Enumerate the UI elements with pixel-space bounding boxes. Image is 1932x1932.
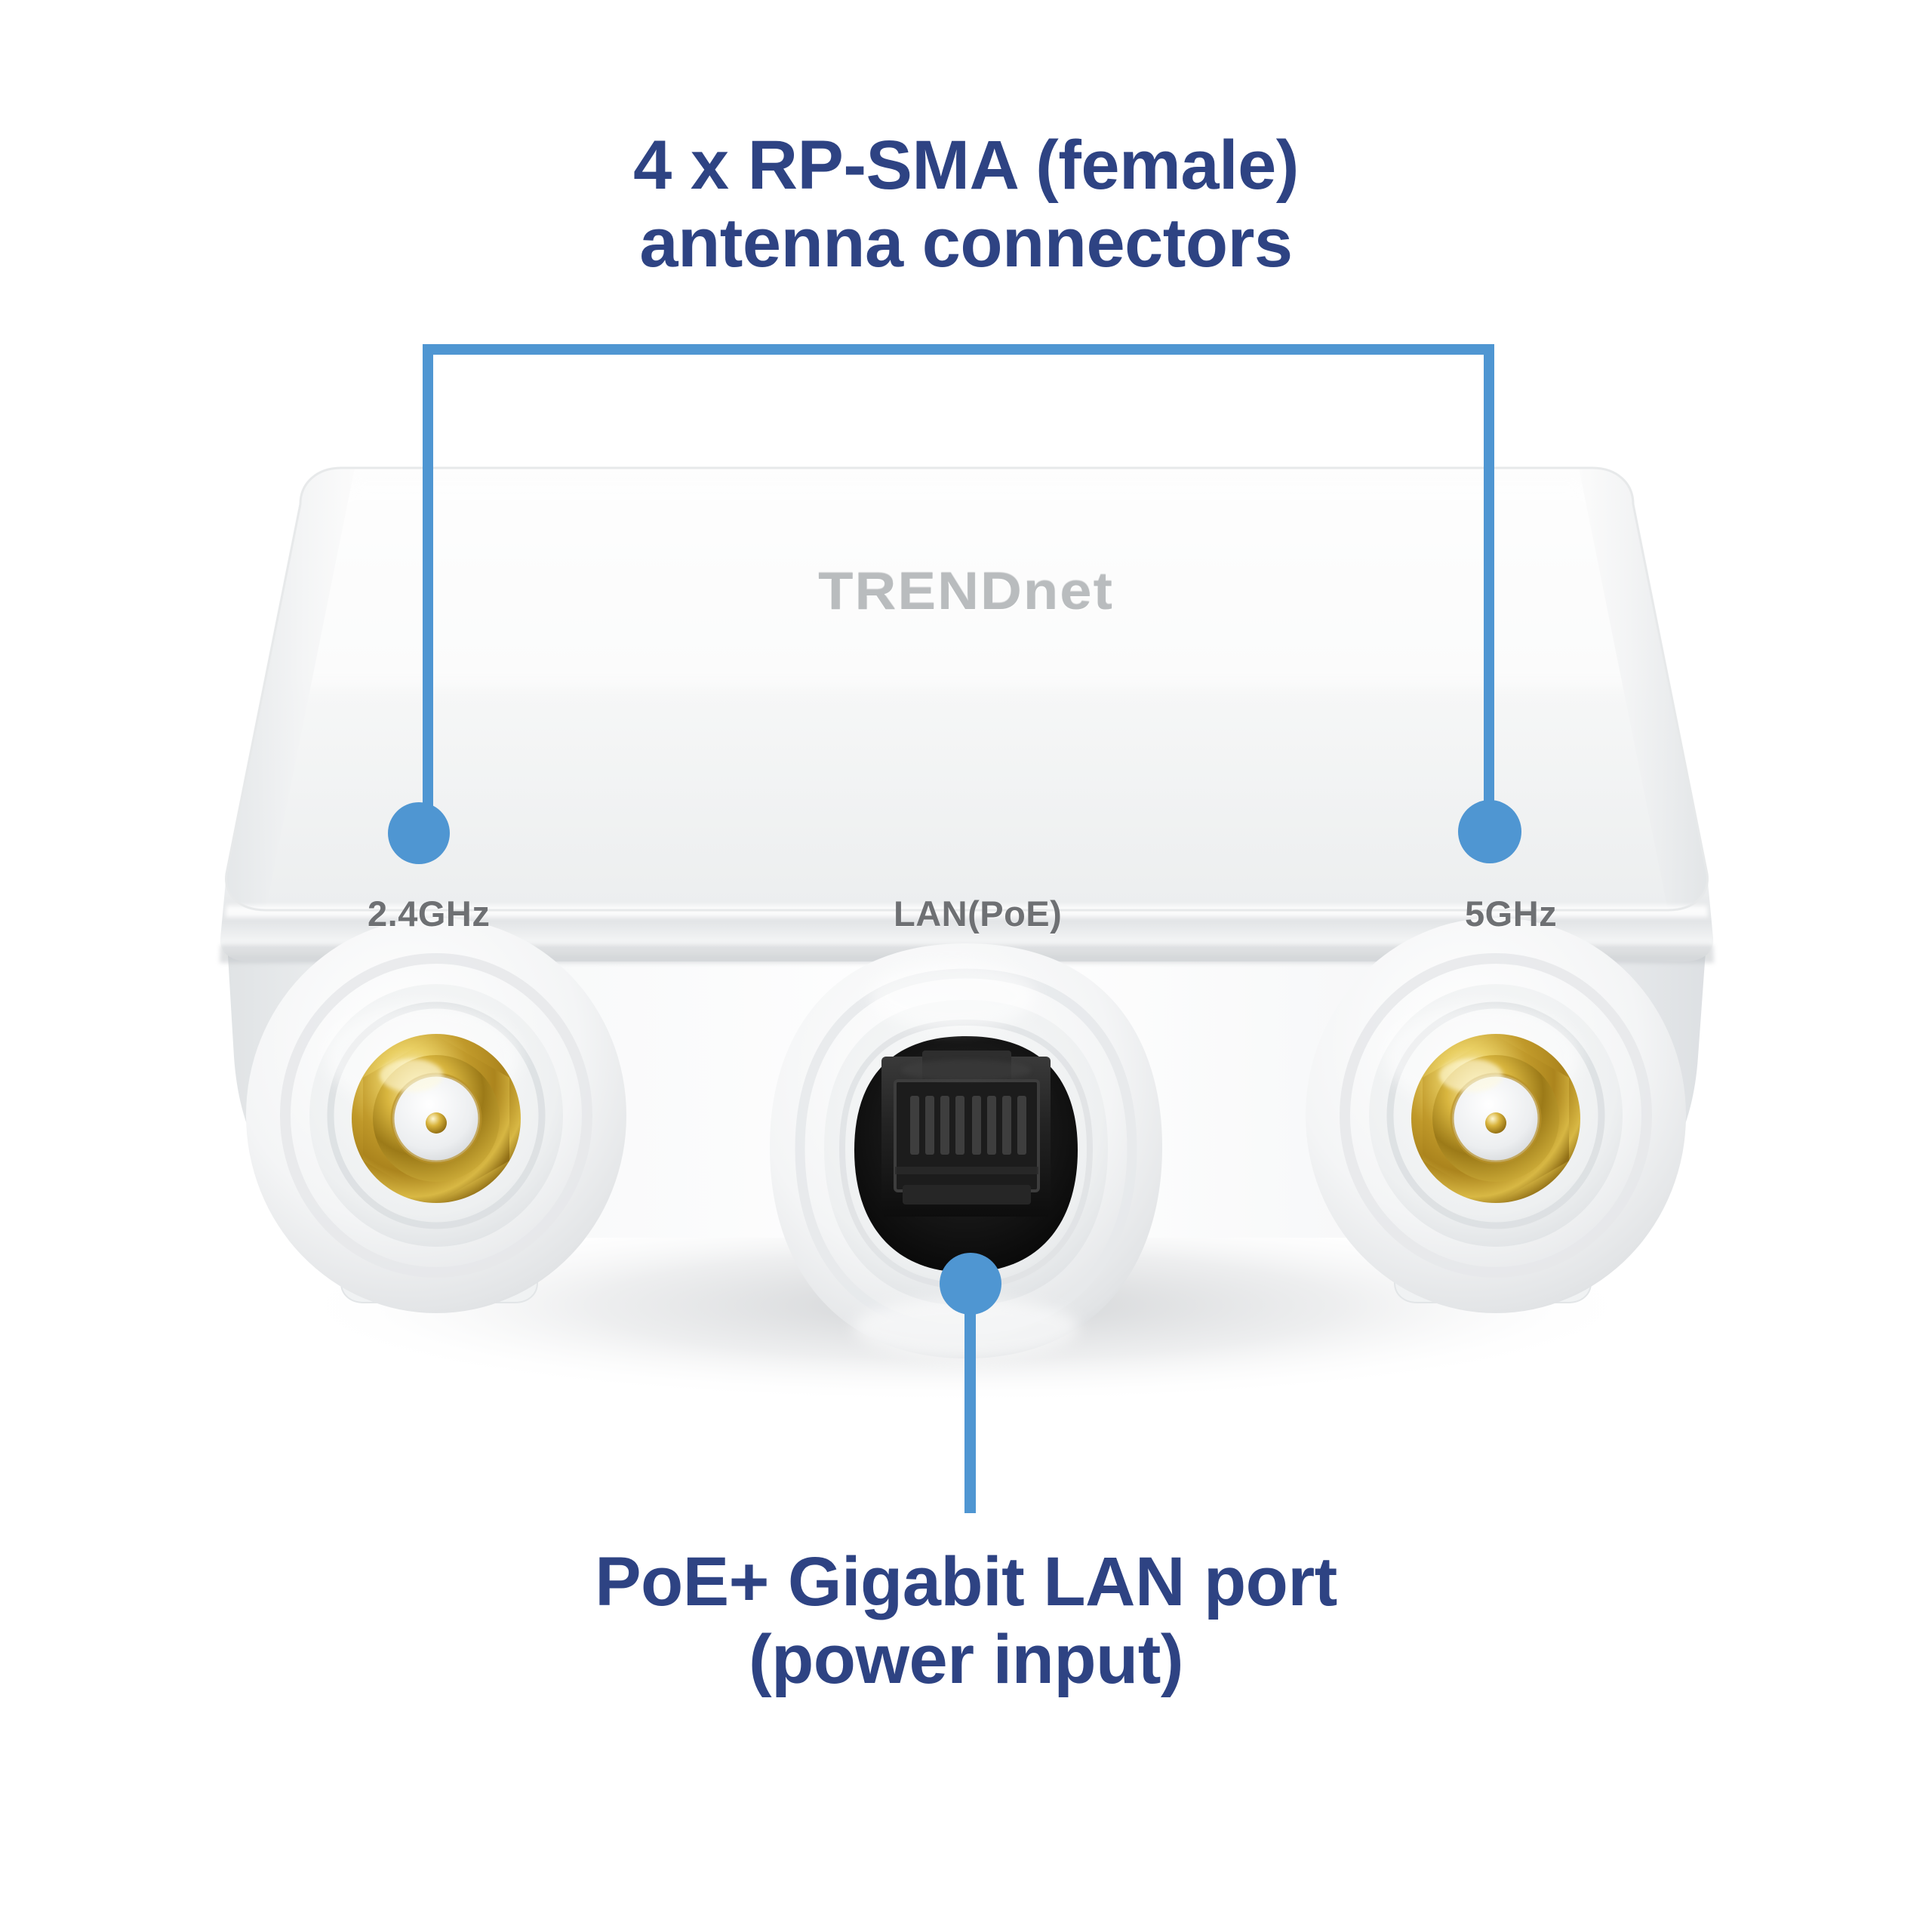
rj45-contact-pins [910, 1096, 1026, 1155]
antenna-boss-right [1306, 918, 1686, 1313]
callout-dot-lan-port [940, 1253, 1001, 1315]
callout-bracket-left-stem [423, 344, 433, 836]
rj45-jack [881, 1051, 1051, 1217]
port-label-lan-poe: LAN(PoE) [894, 894, 1063, 934]
callout-bottom-line-1: PoE+ Gigabit LAN port [595, 1543, 1337, 1620]
rp-sma-connector-left [352, 1034, 521, 1203]
port-label-2-4ghz: 2.4GHz [368, 894, 491, 934]
callout-dot-2-4ghz-port [388, 802, 450, 864]
port-label-5ghz: 5GHz [1465, 894, 1558, 934]
callout-label-lan-port: PoE+ Gigabit LAN port (power input) [0, 1543, 1932, 1699]
callout-top-line-2: antenna connectors [639, 205, 1293, 282]
callout-bottom-line-2: (power input) [748, 1621, 1184, 1699]
callout-bracket-right-stem [1484, 344, 1494, 835]
callout-dot-5ghz-port [1458, 800, 1521, 863]
rp-sma-connector-right [1411, 1034, 1580, 1203]
device-lower-chassis [226, 931, 1707, 1300]
callout-bracket-horizontal [423, 344, 1494, 355]
top-shell-right-bevel [1579, 468, 1708, 910]
brand-wordmark: TRENDnet [818, 561, 1114, 621]
antenna-boss-left [246, 918, 626, 1313]
band-bottom-shadow [220, 945, 1714, 963]
foot-left [340, 1216, 538, 1303]
lan-port-cavity [854, 1036, 1078, 1272]
callout-top-line-1: 4 x RP-SMA (female) [633, 127, 1299, 204]
callout-leader-lan-port [964, 1283, 976, 1513]
callout-label-antenna-connectors: 4 x RP-SMA (female) antenna connectors [0, 127, 1932, 282]
top-shell-left-bevel [226, 468, 355, 910]
foot-right [1394, 1216, 1592, 1303]
